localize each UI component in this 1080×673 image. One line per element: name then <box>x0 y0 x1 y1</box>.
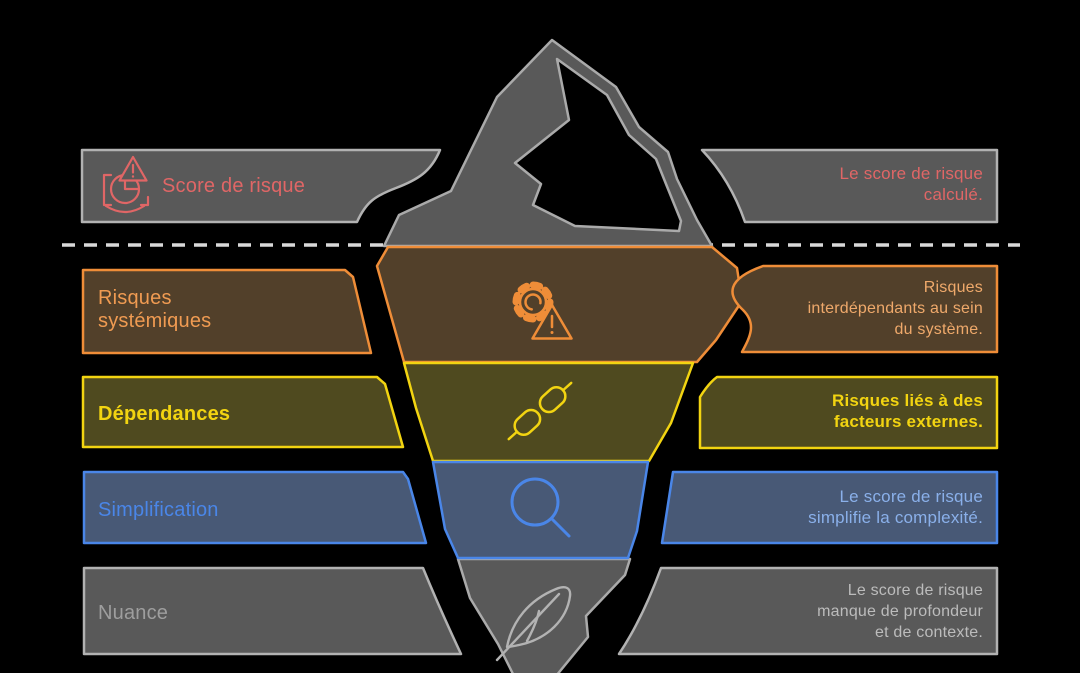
warning-exclamation-dot <box>131 175 135 178</box>
risques-systemiques-label-box <box>81 268 373 355</box>
dependances-label-line: Dépendances <box>98 403 230 425</box>
gear-teeth <box>512 281 554 323</box>
magnifier-handle <box>550 517 571 538</box>
nuance-label-line: Nuance <box>98 602 168 624</box>
chain-axis-end-right <box>561 381 573 392</box>
gear-body <box>518 287 548 317</box>
feather-body <box>505 586 572 649</box>
row-score-de-risque: Score de risque Le score de risque calcu… <box>80 148 999 224</box>
iceberg-band-risques-systemiques <box>375 245 744 364</box>
frown-arc <box>104 204 146 214</box>
simplification-description-box <box>660 470 999 545</box>
chain-link-icon <box>507 381 573 441</box>
simplification-label-line: Simplification <box>98 499 219 521</box>
magnifier-lens <box>510 477 560 527</box>
dependances-description-line: Risques liés à des <box>832 391 983 410</box>
gear-warning-icon <box>512 281 573 340</box>
risques-systemiques-description-line: du système. <box>895 321 983 338</box>
risques-systemiques-description-box <box>731 264 999 354</box>
row-nuance: Nuance Le score de risque manque de prof… <box>82 566 999 656</box>
feather-barb <box>525 609 541 643</box>
feather-spine <box>495 592 561 662</box>
nuance-description-line: et de contexte. <box>875 624 983 641</box>
iceberg-band-simplification <box>431 460 650 560</box>
feather-icon <box>495 586 572 662</box>
simplification-description-line: Le score de risque <box>840 487 983 506</box>
dependances-description-box <box>698 375 999 450</box>
iceberg <box>375 38 744 673</box>
risques-systemiques-label-line: Risques <box>98 287 172 309</box>
nuance-description-line: manque de profondeur <box>817 603 983 620</box>
gear-inner-arc <box>524 293 542 311</box>
score-description-line: Le score de risque <box>840 164 983 183</box>
simplification-description-line: simplifie la complexité. <box>808 508 983 527</box>
nuance-label-box <box>82 566 463 656</box>
nuance-description-box <box>617 566 999 656</box>
dependances-label-box <box>81 375 405 449</box>
risques-systemiques-description-line: Risques <box>924 279 983 296</box>
row-dependances: Dépendances Risques liés à des facteurs … <box>81 375 999 450</box>
score-description-line: calculé. <box>924 185 983 204</box>
score-label: Score de risque <box>162 175 305 197</box>
score-description-box <box>700 148 999 224</box>
magnifying-glass-icon <box>510 477 571 538</box>
bracket-right <box>139 195 150 207</box>
simplification-label-box <box>82 470 428 545</box>
risques-systemiques-description-line: interdépendants au sein <box>808 300 983 317</box>
row-simplification: Simplification Le score de risque simpli… <box>82 470 999 545</box>
iceberg-top-facet <box>513 57 683 233</box>
chain-axis-end-left <box>507 430 519 441</box>
risques-systemiques-label-line: systémiques <box>98 310 211 332</box>
nuance-description-line: Le score de risque <box>848 582 983 599</box>
score-label-box <box>80 148 442 224</box>
dependances-description-line: facteurs externes. <box>834 412 983 431</box>
risk-score-warning-icon <box>102 155 150 214</box>
bracket-left <box>102 173 113 207</box>
warning-exclamation-dot <box>550 331 554 334</box>
iceberg-band-nuance <box>456 557 632 673</box>
row-risques-systemiques: Risques systémiques Risques interdépenda… <box>81 264 999 355</box>
